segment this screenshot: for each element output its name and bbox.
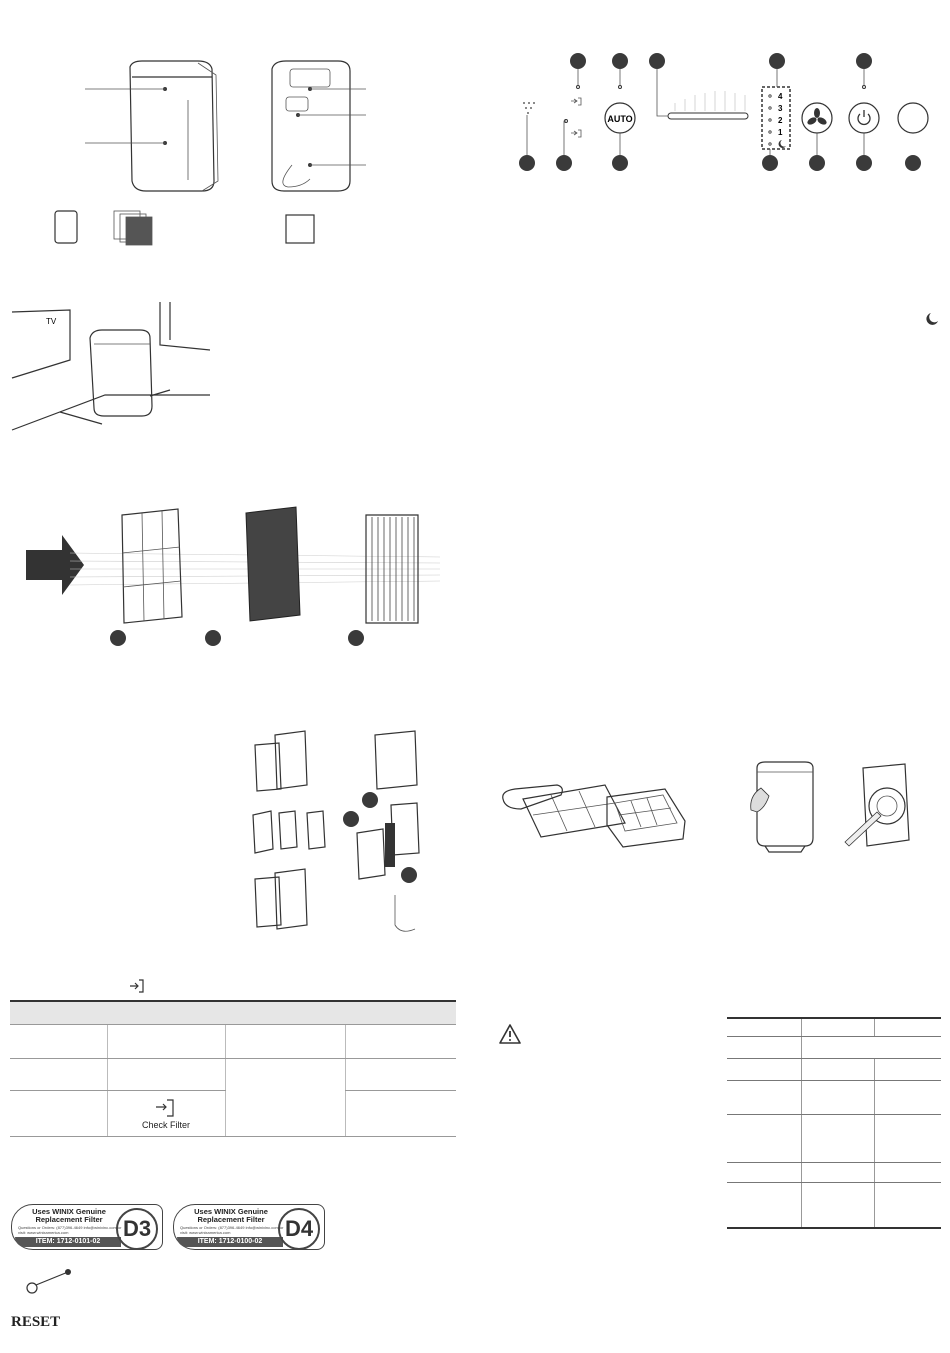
badge-contact: Questions or Orders: (877)396-4649 info@… [18, 1225, 122, 1235]
airflow-arrow-icon [26, 535, 84, 595]
badge-line1: Uses WINIX Genuine [194, 1207, 268, 1216]
included-items-illustration [54, 210, 315, 246]
badge-item-number: ITEM: 1712-0100-02 [177, 1237, 283, 1247]
table-row [10, 1024, 456, 1059]
sleep-mode-icon [926, 313, 938, 325]
table-row [727, 1182, 941, 1229]
table-row [727, 1018, 941, 1037]
table-row [727, 1114, 941, 1163]
speed-level-4: 4 [778, 92, 783, 101]
table-header-row [10, 1000, 456, 1025]
fan-icon [807, 108, 827, 125]
sensor-icon [523, 102, 535, 114]
badge-line2: Replacement Filter [35, 1215, 103, 1224]
brush-icon [844, 811, 882, 847]
badge-filter-code: D4 [278, 1208, 320, 1250]
reset-pin-icon [26, 1269, 71, 1294]
filter-indicator-icon [130, 979, 144, 993]
reset-label: RESET [11, 1314, 61, 1330]
table-row [10, 1058, 456, 1137]
speed-level-2: 2 [778, 116, 783, 125]
prefilter-cleaning-illustration [502, 784, 686, 848]
badge-contact: Questions or Orders: (877)396-4649 info@… [180, 1225, 284, 1235]
table-row [727, 1080, 941, 1115]
filter-stages-illustration [26, 506, 441, 646]
sensor-cleaning-illustration [750, 761, 910, 853]
room-placement-illustration: TV [11, 302, 211, 431]
speed-level-1: 1 [778, 128, 783, 137]
product-front-illustration [85, 60, 219, 192]
filter-icon [571, 129, 582, 138]
badge-filter-code: D3 [116, 1208, 158, 1250]
vacuum-icon [502, 784, 563, 810]
control-panel-diagram: AUTO 4 3 2 1 [519, 53, 929, 171]
sleep-moon-icon [778, 140, 786, 148]
table-row [727, 1162, 941, 1183]
badge-item-number: ITEM: 1712-0101-02 [15, 1237, 121, 1247]
filter-status-table: Check Filter [10, 1000, 456, 1137]
plasmawave-button [897, 102, 929, 134]
table-row [727, 1036, 941, 1059]
tv-label: TV [46, 317, 57, 326]
power-icon [857, 113, 871, 126]
filter-replacement-steps [252, 730, 420, 932]
warning-icon [499, 1024, 521, 1044]
check-filter-label: Check Filter [141, 1119, 190, 1130]
product-back-illustration [271, 60, 366, 192]
power-button [848, 102, 880, 134]
table-row: Check Filter [10, 1090, 456, 1137]
table-row [727, 1058, 941, 1081]
badge-line2: Replacement Filter [197, 1215, 265, 1224]
auto-label: AUTO [607, 114, 632, 124]
speed-level-3: 3 [778, 104, 783, 113]
specifications-table [727, 1017, 941, 1229]
hand-icon [750, 787, 770, 813]
filter-icon [571, 97, 582, 106]
badge-line1: Uses WINIX Genuine [32, 1207, 106, 1216]
check-filter-icon [156, 1098, 174, 1117]
